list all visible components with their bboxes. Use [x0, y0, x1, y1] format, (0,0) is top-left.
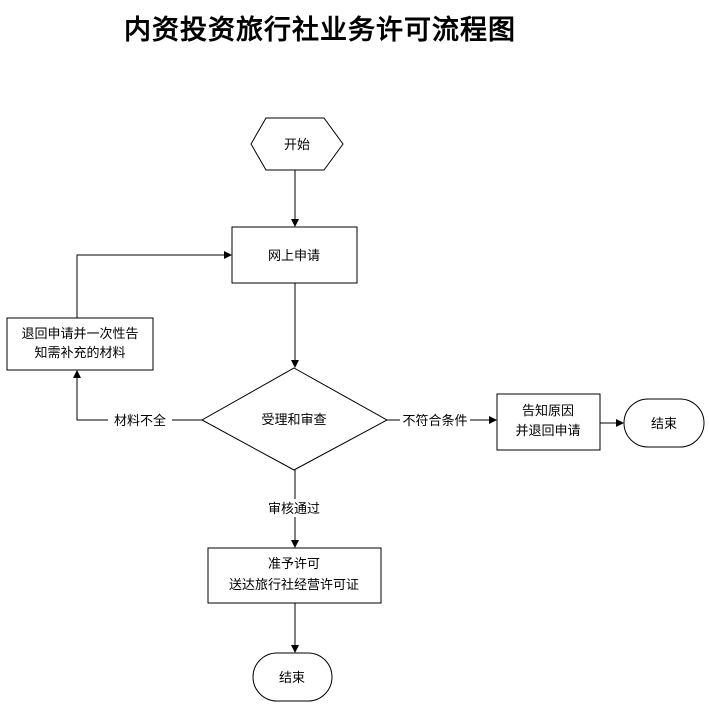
node-notify-left-line2: 知需补充的材料	[34, 345, 125, 361]
edge-label-passed: 审核通过	[268, 502, 320, 517]
node-approve-line2: 送达旅行社经营许可证	[229, 577, 359, 593]
node-apply: 网上申请	[231, 226, 358, 284]
arrowhead	[291, 540, 299, 548]
node-review: 受理和审查	[200, 367, 389, 471]
edge-label-not-qualified: 不符合条件	[402, 413, 467, 429]
node-start-label: 开始	[284, 138, 310, 153]
arrowhead	[616, 419, 624, 427]
node-notify-left: 退回申请并一次性告 知需补充的材料	[6, 317, 154, 371]
edge-notify-left-to-apply	[76, 254, 224, 318]
node-start: 开始	[250, 117, 344, 171]
node-notify-right-line2: 并退回申请	[515, 424, 580, 439]
arrowhead	[291, 645, 299, 653]
arrowhead	[489, 416, 497, 424]
node-approve-line1: 准予许可	[268, 557, 320, 572]
edge-label-incomplete: 材料不全	[114, 413, 166, 429]
node-approve: 准予许可 送达旅行社经营许可证	[207, 547, 382, 604]
arrowhead	[73, 370, 81, 378]
node-review-label: 受理和审查	[261, 413, 326, 428]
node-notify-right: 告知原因 并退回申请	[496, 393, 601, 451]
node-notify-right-line1: 告知原因	[522, 403, 574, 419]
arrowhead	[224, 251, 232, 259]
node-end-bottom: 结束	[252, 652, 333, 702]
node-end-right: 结束	[623, 398, 705, 448]
arrowhead	[291, 360, 299, 368]
arrowhead	[291, 219, 299, 227]
node-apply-label: 网上申请	[268, 249, 320, 264]
node-notify-left-line1: 退回申请并一次性告	[21, 326, 138, 342]
node-end-right-label: 结束	[651, 417, 677, 432]
diagram-title: 内资投资旅行社业务许可流程图	[124, 15, 516, 46]
node-end-bottom-label: 结束	[279, 671, 305, 686]
